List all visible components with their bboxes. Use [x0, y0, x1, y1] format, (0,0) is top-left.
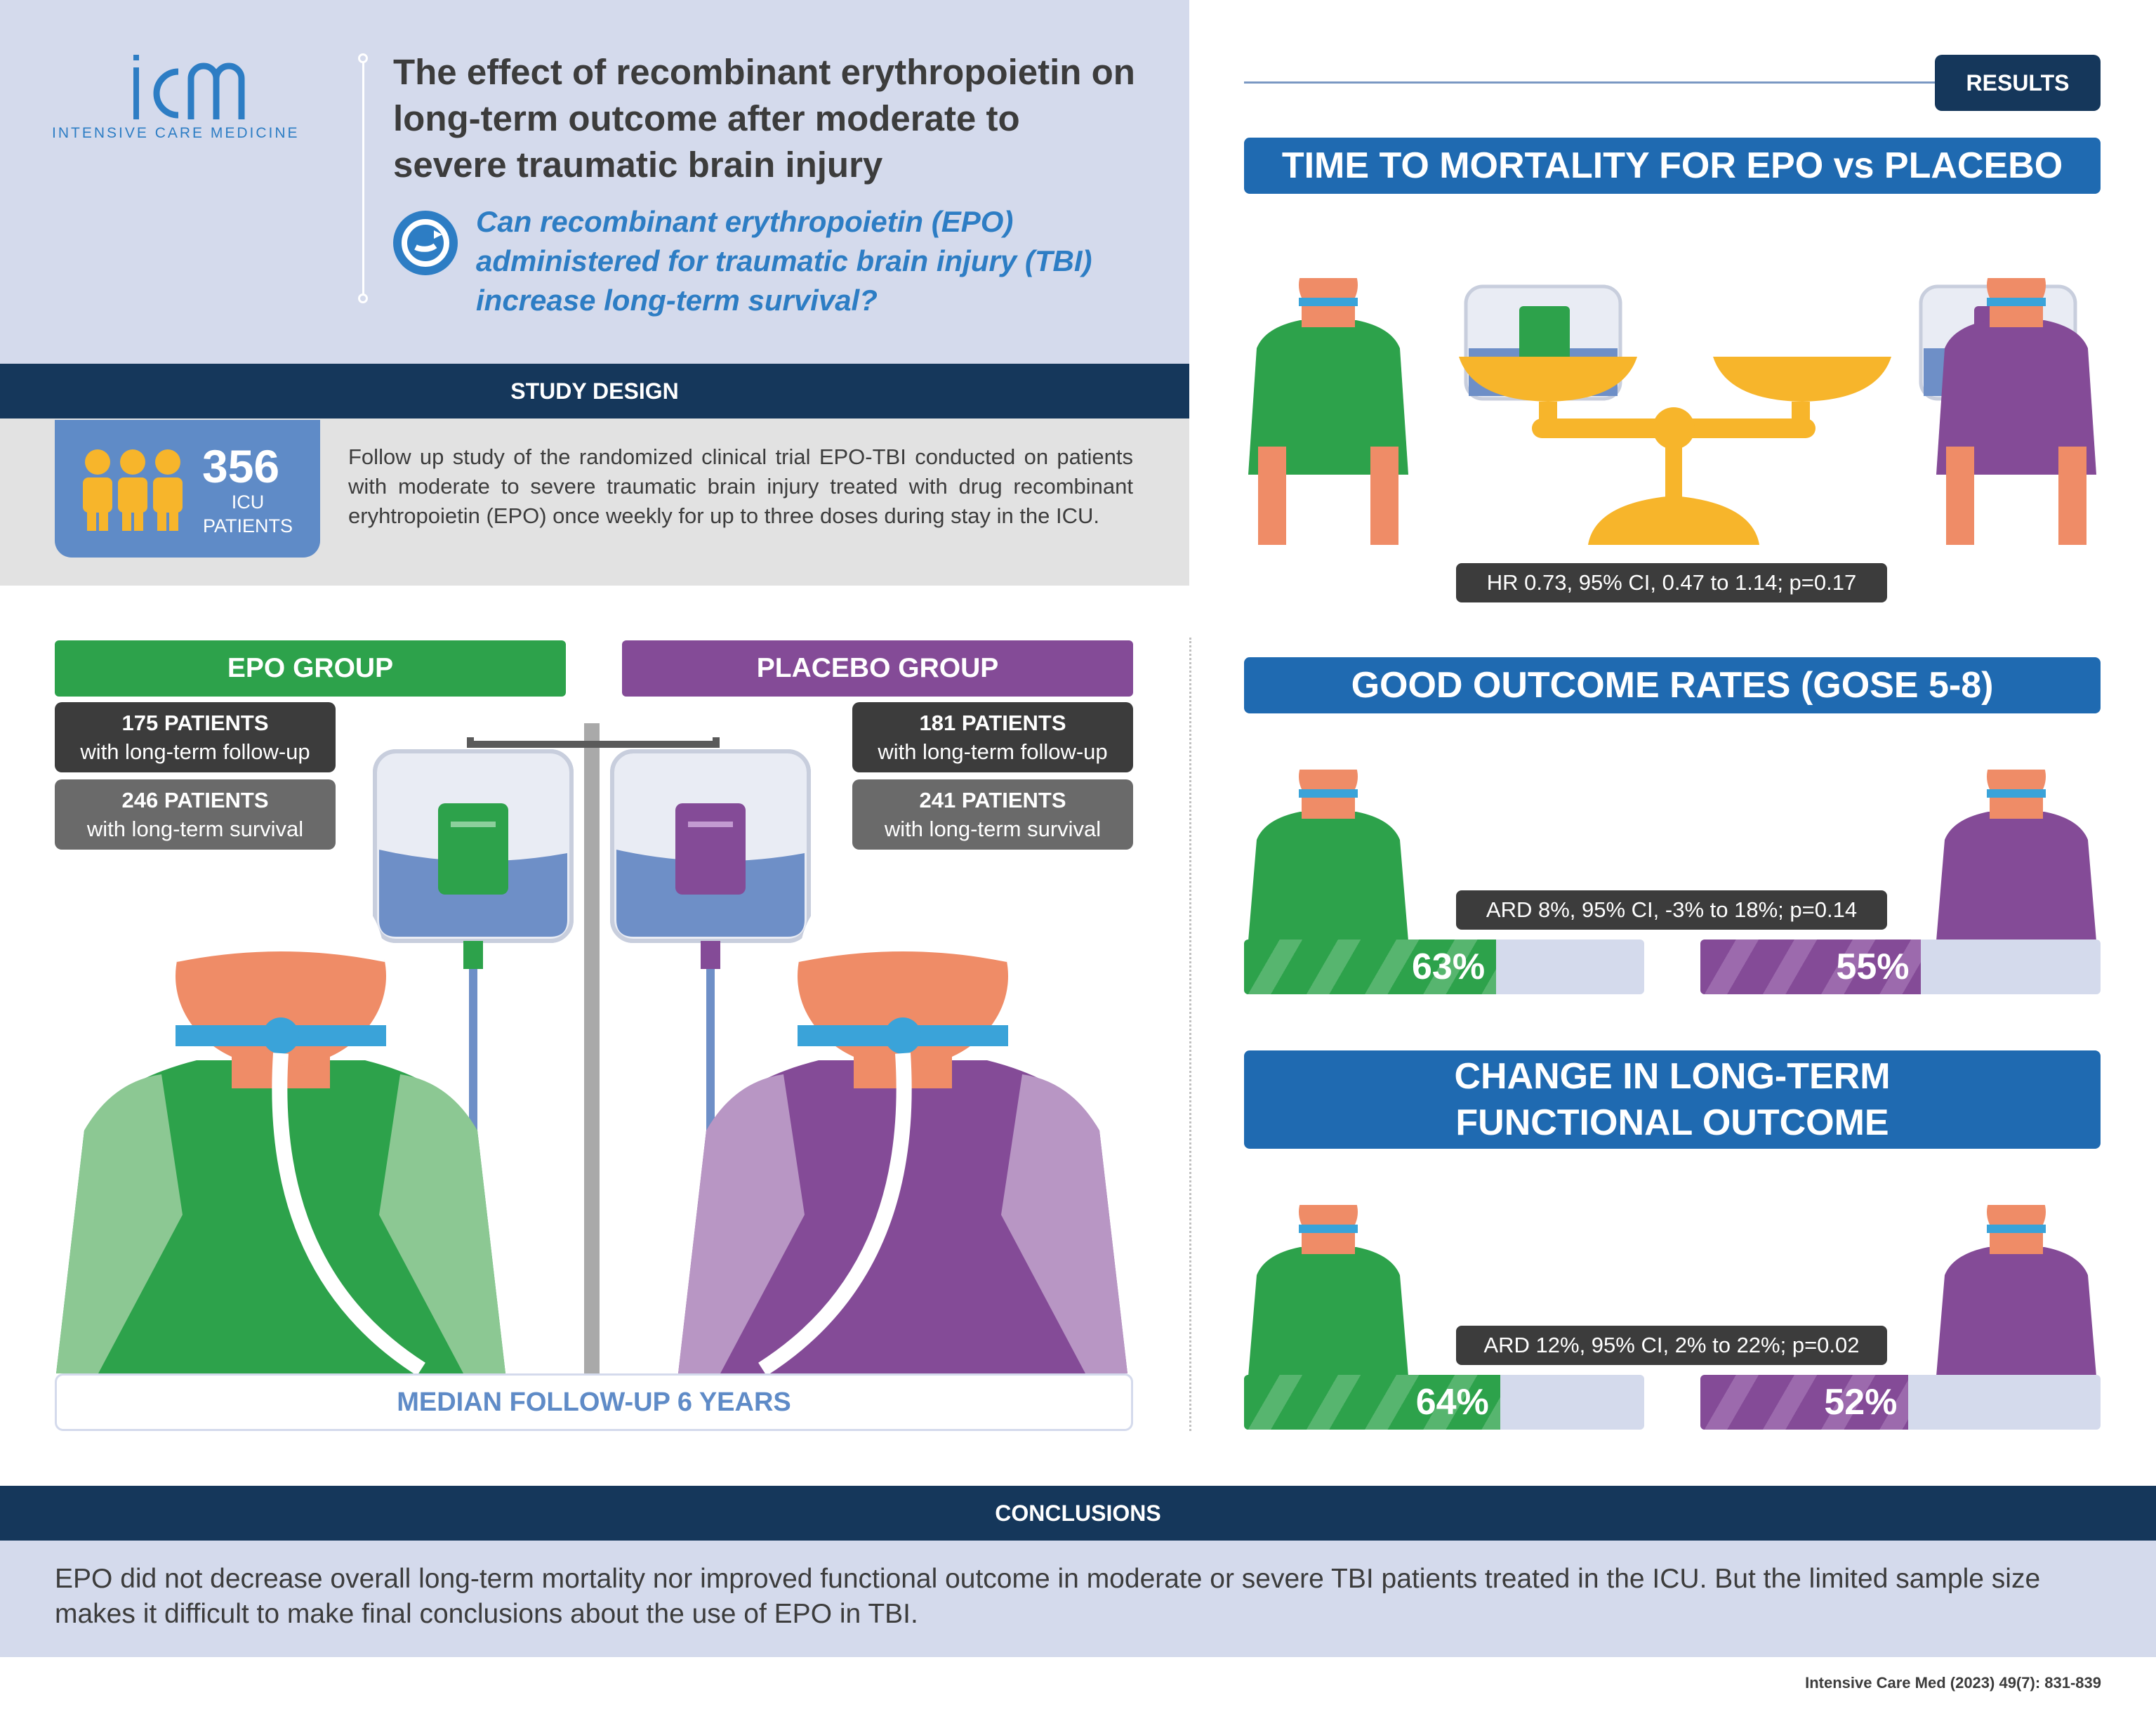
placebo-survival-label: with long-term survival: [884, 817, 1102, 841]
patients-card: 356 ICU PATIENTS: [55, 420, 320, 558]
bar-fill: [1244, 1375, 1500, 1430]
good-outcome-placebo-bar: 55%: [1700, 940, 2101, 994]
epo-followup-label: with long-term follow-up: [80, 739, 310, 764]
good-outcome-heading: GOOD OUTCOME RATES (GOSE 5-8): [1244, 657, 2101, 713]
person-icon: [118, 449, 147, 531]
paper-title: The effect of recombinant erythropoietin…: [393, 52, 1135, 185]
divider-dot: [358, 294, 368, 303]
epo-survival-label: with long-term survival: [86, 817, 304, 841]
patients-label: ICU PATIENTS: [202, 492, 293, 536]
functional-outcome-stat: ARD 12%, 95% CI, 2% to 22%; p=0.02: [1456, 1326, 1887, 1365]
results-tag: RESULTS: [1935, 55, 2101, 111]
conclusions-panel: [0, 1541, 2156, 1657]
functional-placebo-bar: 52%: [1700, 1375, 2101, 1430]
placebo-survival-pill: 241 PATIENTS with long-term survival: [852, 779, 1133, 850]
functional-epo-bar: 64%: [1244, 1375, 1644, 1430]
epo-patient-icon: [1248, 250, 1408, 545]
results-rule: [1244, 81, 1953, 84]
study-design-heading: STUDY DESIGN: [0, 364, 1189, 418]
epo-patient-illustration: [56, 878, 505, 1376]
study-design-description: Follow up study of the randomized clinic…: [348, 444, 1133, 528]
question-icon: [393, 211, 458, 275]
citation: Intensive Care Med (2023) 49(7): 831-839: [1805, 1674, 2101, 1692]
bar-fill: [1700, 940, 1921, 994]
functional-outcome-illustration: [1248, 1177, 2096, 1376]
bar-fill: [1244, 940, 1497, 994]
divider-dot: [358, 53, 368, 63]
epo-followup-pill: 175 PATIENTS with long-term follow-up: [55, 702, 336, 772]
header-divider: [362, 58, 364, 302]
person-icon: [153, 449, 183, 531]
header-panel: INTENSIVE CARE MEDICINE The effect of re…: [0, 0, 1189, 364]
bar-fill: [1700, 1375, 1909, 1430]
epo-survival-pill: 246 PATIENTS with long-term survival: [55, 779, 336, 850]
epo-group-heading: EPO GROUP: [55, 640, 566, 697]
conclusions-heading: CONCLUSIONS: [0, 1486, 2156, 1541]
functional-placebo-pct: 52%: [1824, 1382, 1898, 1423]
good-outcome-epo-bar: 63%: [1244, 940, 1644, 994]
logo-subtitle: INTENSIVE CARE MEDICINE: [52, 125, 300, 141]
good-outcome-illustration: [1248, 741, 2096, 941]
good-outcome-stat: ARD 8%, 95% CI, -3% to 18%; p=0.14: [1456, 890, 1887, 930]
placebo-followup-pill: 181 PATIENTS with long-term follow-up: [852, 702, 1133, 772]
placebo-group-heading: PLACEBO GROUP: [622, 640, 1133, 697]
functional-outcome-heading: CHANGE IN LONG-TERM FUNCTIONAL OUTCOME: [1244, 1050, 2101, 1149]
section-divider: [1189, 638, 1191, 1431]
conclusions-text: EPO did not decrease overall long-term m…: [55, 1564, 2041, 1629]
patients-count: 356: [202, 440, 280, 492]
icm-logo: [133, 55, 245, 119]
placebo-followup-label: with long-term follow-up: [878, 739, 1108, 764]
functional-heading-line2: FUNCTIONAL OUTCOME: [1455, 1102, 1889, 1143]
good-outcome-placebo-pct: 55%: [1836, 947, 1910, 987]
placebo-survival-count: 241 PATIENTS: [919, 788, 1066, 812]
median-followup-banner: MEDIAN FOLLOW-UP 6 YEARS: [55, 1373, 1133, 1431]
placebo-patient-illustration: [678, 878, 1127, 1376]
mortality-illustration: [1248, 250, 2096, 545]
iv-drip-illustration: [373, 723, 811, 1376]
functional-heading-line1: CHANGE IN LONG-TERM: [1454, 1056, 1891, 1097]
functional-epo-pct: 64%: [1415, 1382, 1489, 1423]
mortality-stat: HR 0.73, 95% CI, 0.47 to 1.14; p=0.17: [1456, 563, 1887, 602]
good-outcome-epo-pct: 63%: [1412, 947, 1486, 987]
placebo-followup-count: 181 PATIENTS: [919, 711, 1066, 735]
epo-survival-count: 246 PATIENTS: [121, 788, 269, 812]
mortality-heading: TIME TO MORTALITY FOR EPO vs PLACEBO: [1244, 138, 2101, 194]
placebo-patient-icon: [1936, 250, 2096, 545]
research-question: Can recombinant erythropoietin (EPO) adm…: [476, 205, 1092, 317]
person-icon: [83, 449, 112, 531]
epo-followup-count: 175 PATIENTS: [121, 711, 269, 735]
